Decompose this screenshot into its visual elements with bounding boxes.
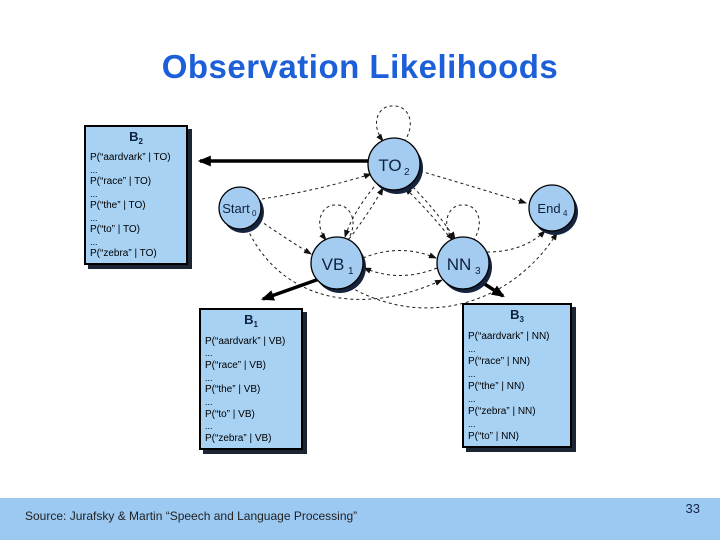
likelihood-row: P(“to” | NN) xyxy=(468,431,519,442)
box-header: B2 xyxy=(129,129,143,146)
likelihood-row: P(“zebra” | VB) xyxy=(205,432,272,444)
arrow-vb-to-box-b1 xyxy=(260,276,323,301)
transition-to-to-end xyxy=(419,170,527,204)
ellipsis-row: ... xyxy=(468,344,476,354)
likelihood-row: P(“the” | VB) xyxy=(205,384,261,396)
box-header: B1 xyxy=(244,312,258,329)
state-circle xyxy=(218,186,262,230)
transition-start-to-nn xyxy=(246,227,443,300)
page-number: 33 xyxy=(685,501,700,516)
state-label-subscript: 0 xyxy=(252,209,257,218)
transition-vb-to-to xyxy=(348,187,384,240)
box-header: B3 xyxy=(510,307,524,324)
state-label: TO xyxy=(378,156,401,175)
ellipsis-row: ... xyxy=(90,188,98,199)
ellipsis-row: ... xyxy=(90,212,98,223)
ellipsis-row: ... xyxy=(205,348,213,359)
ellipsis-row: ... xyxy=(468,394,476,404)
likelihood-box-b1: B1 P(“aardvark” | VB) ... P(“race” | VB)… xyxy=(199,308,303,450)
transition-nn-to-vb xyxy=(363,267,438,276)
state-circle xyxy=(310,236,364,290)
ellipsis-row: ... xyxy=(205,396,213,407)
state-node-nn: NN 3 xyxy=(436,236,490,290)
self-loop-to xyxy=(375,105,411,143)
transition-nn-to-end xyxy=(486,230,546,253)
likelihood-row: P(“race” | VB) xyxy=(205,359,266,371)
likelihood-row: P(“aardvark” | NN) xyxy=(468,331,550,342)
state-circle xyxy=(528,184,576,232)
state-label: End xyxy=(537,201,560,216)
ellipsis-row: ... xyxy=(205,421,213,432)
likelihood-row: P(“race” | NN) xyxy=(468,356,531,367)
likelihood-row: P(“to” | VB) xyxy=(205,408,255,420)
likelihood-row: P(“race” | TO) xyxy=(90,176,152,188)
transition-nn-to-to xyxy=(404,187,453,241)
state-label-subscript: 2 xyxy=(404,167,410,178)
transition-to-to-vb xyxy=(344,186,375,238)
state-label-subscript: 3 xyxy=(475,266,481,277)
state-node-end: End 4 xyxy=(528,184,576,232)
likelihood-row: P(“aardvark” | TO) xyxy=(90,152,171,164)
state-node-vb: VB 1 xyxy=(310,236,364,290)
state-label: VB xyxy=(322,255,345,274)
transition-vb-to-nn xyxy=(362,250,437,259)
state-node-to: TO 2 xyxy=(367,137,421,191)
likelihood-box-b3: B3 P(“aardvark” | NN) ... P(“race” | NN)… xyxy=(462,303,572,448)
state-label-subscript: 4 xyxy=(563,209,568,218)
transition-start-to-vb xyxy=(258,219,312,255)
ellipsis-row: ... xyxy=(468,419,476,429)
state-circle xyxy=(436,236,490,290)
transition-to-to-nn xyxy=(412,186,456,240)
likelihood-row: P(“aardvark” | VB) xyxy=(205,335,286,347)
likelihood-box-b2: B2 P(“aardvark” | TO) ... P(“race” | TO)… xyxy=(84,125,188,265)
source-citation: Source: Jurafsky & Martin “Speech and La… xyxy=(25,509,358,523)
ellipsis-row: ... xyxy=(90,164,98,175)
state-circle xyxy=(367,137,421,191)
state-label-subscript: 1 xyxy=(348,266,354,277)
self-loop-vb xyxy=(319,204,354,242)
likelihood-row: P(“zebra” | TO) xyxy=(90,247,157,259)
likelihood-row: P(“zebra” | NN) xyxy=(468,406,536,417)
page-title: Observation Likelihoods xyxy=(161,48,559,85)
transition-start-to-to xyxy=(261,173,372,200)
footer-bar: Source: Jurafsky & Martin “Speech and La… xyxy=(0,498,720,540)
ellipsis-row: ... xyxy=(468,369,476,379)
state-label: Start xyxy=(222,201,250,216)
self-loop-nn xyxy=(446,204,480,242)
state-label: NN xyxy=(447,255,472,274)
likelihood-row: P(“to” | TO) xyxy=(90,224,141,236)
likelihood-row: P(“the” | NN) xyxy=(468,381,525,392)
transition-vb-to-end xyxy=(349,232,558,309)
ellipsis-row: ... xyxy=(90,236,98,247)
ellipsis-row: ... xyxy=(205,372,213,383)
likelihood-row: P(“the” | TO) xyxy=(90,200,146,212)
state-node-start: Start 0 xyxy=(218,186,262,230)
